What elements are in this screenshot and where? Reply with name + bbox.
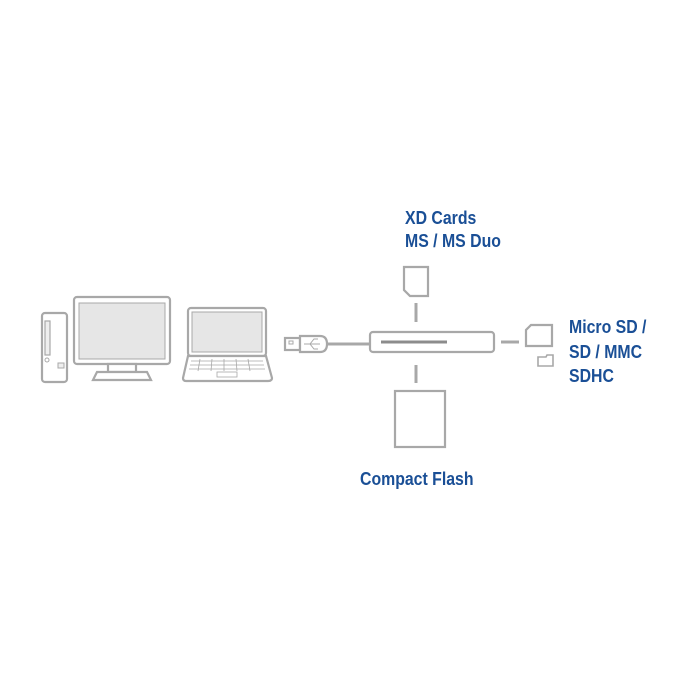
label-compact-flash: Compact Flash	[360, 469, 474, 489]
top-card-label: XD Cards MS / MS Duo	[405, 207, 501, 253]
card-reader-icon	[368, 330, 496, 354]
compact-flash-card-icon	[393, 389, 447, 449]
label-micro-sd: Micro SD /	[569, 317, 647, 337]
label-xd-cards: XD Cards	[405, 208, 477, 228]
label-sd-mmc: SD / MMC	[569, 341, 643, 362]
label-ms-duo: MS / MS Duo	[405, 231, 501, 251]
laptop-icon	[181, 306, 274, 383]
label-sdhc: SDHC	[569, 366, 614, 386]
monitor-icon	[72, 295, 172, 382]
usb-plug-icon	[283, 334, 371, 354]
right-card-label: Micro SD / SD / MMC SDHC	[569, 315, 646, 389]
desktop-tower-icon	[40, 311, 69, 384]
micro-sd-card-icon	[537, 354, 554, 367]
sd-card-icon	[524, 323, 554, 348]
xd-card-icon	[402, 265, 430, 298]
